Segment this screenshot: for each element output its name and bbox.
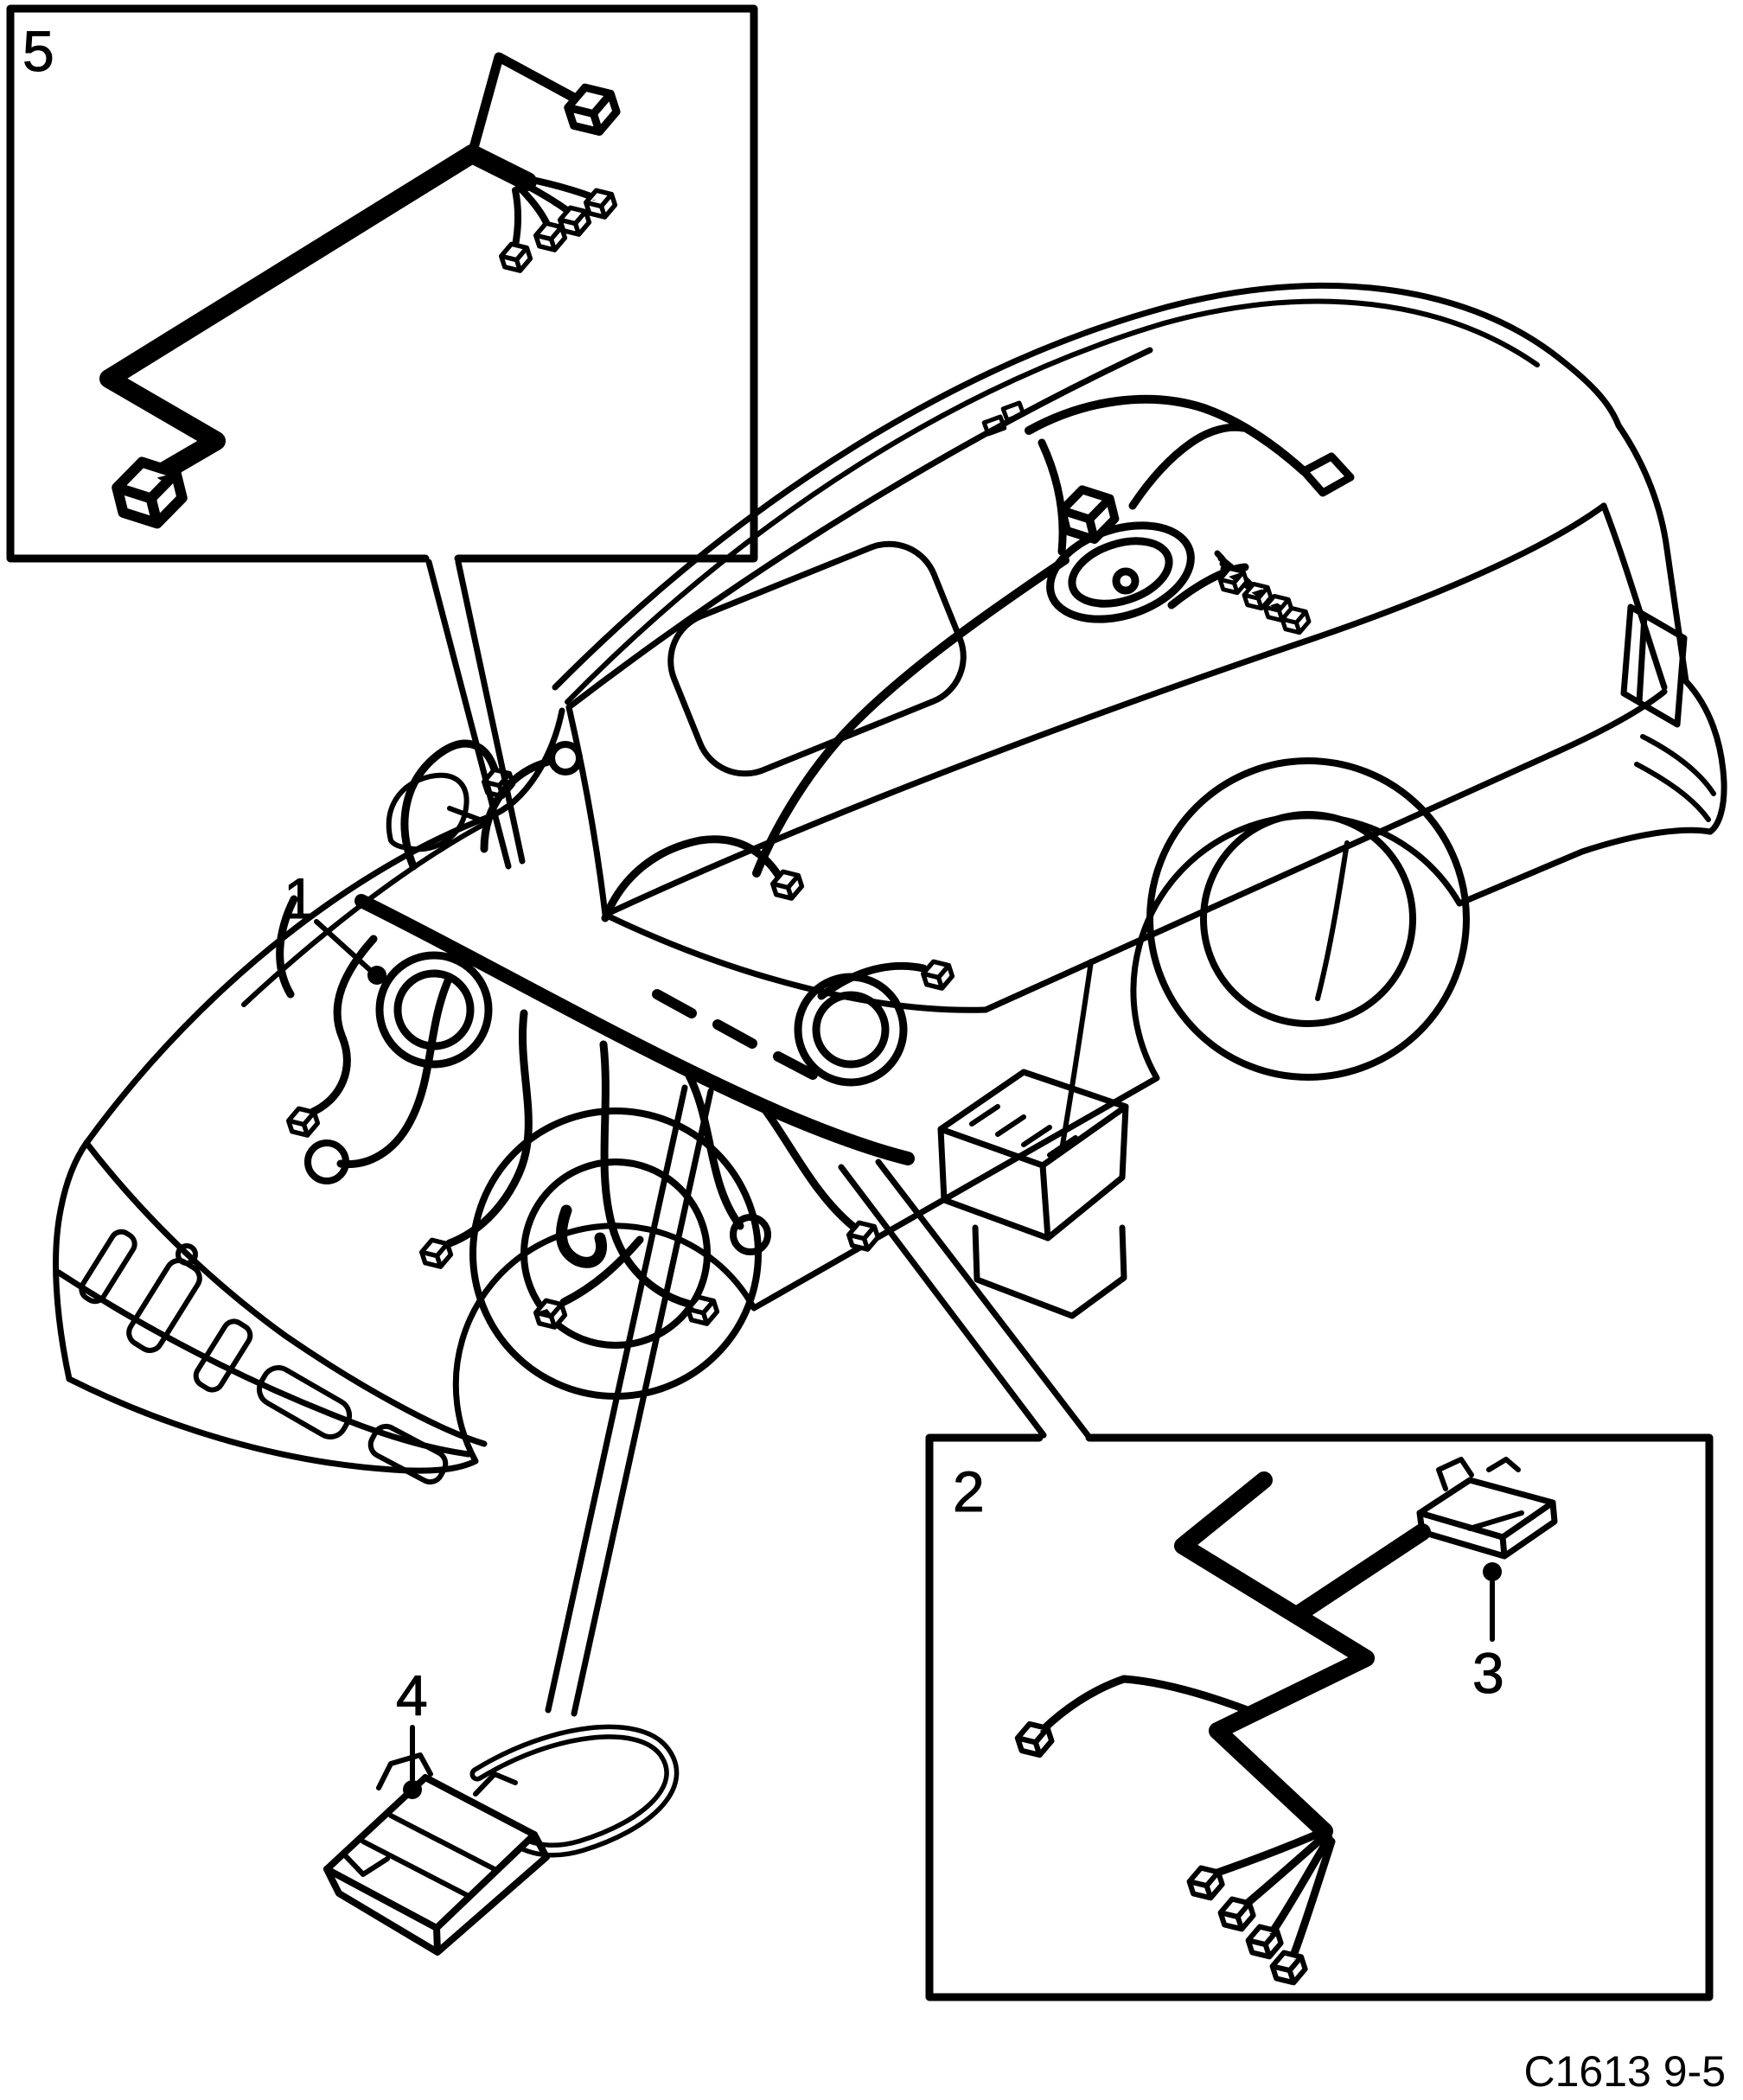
car-door-line-rear [1315, 840, 1350, 1001]
callout-1-dot [367, 966, 386, 985]
harness-2-main-wire [1174, 1471, 1375, 1840]
inset-5-border [6, 4, 758, 563]
car-front-fascia-edge [53, 1139, 90, 1382]
harness-5-main-wire [99, 144, 537, 481]
engine-harness-main-band [354, 894, 915, 1165]
harness-5 [99, 52, 621, 531]
callout-leader-connector-4 [545, 1084, 714, 1717]
engine-bay-harness [276, 739, 1129, 1331]
roof-harness [752, 394, 1355, 878]
car-door-line-front [1059, 959, 1094, 1152]
roof-speaker [1046, 521, 1195, 623]
callout-1: 1 [284, 866, 386, 985]
roof-module-connector [1058, 483, 1119, 545]
car-side-window-top [602, 502, 1607, 918]
battery-box [937, 1069, 1129, 1319]
headlight [256, 1365, 449, 1485]
hood-emblem [176, 1243, 198, 1266]
callout-leader-inset-5 [425, 559, 526, 870]
inset-2-label: 2 [953, 1459, 985, 1523]
car-roof-silhouette [552, 282, 1622, 691]
harness-2 [1014, 1471, 1431, 1988]
car-taillight [1620, 603, 1688, 728]
connector-4 [323, 1724, 680, 1956]
car-rear-bumper-lines [1634, 734, 1716, 822]
callout-3: 3 [1472, 1562, 1504, 1706]
inset-5-label: 5 [22, 19, 54, 83]
car-body-outline [66, 813, 1714, 1474]
callout-3-dot [1483, 1562, 1502, 1581]
car-hood-front-edge [83, 1139, 488, 1447]
left-strut-tower [375, 951, 493, 1069]
car-bumper-crease [55, 1269, 472, 1458]
callout-4: 4 [396, 1663, 428, 1799]
callout-leader-inset-2 [838, 1159, 1091, 1439]
harness-2-wire-to-connector-3 [1288, 1523, 1431, 1624]
rear-wheel [1146, 757, 1470, 1081]
callout-3-label: 3 [1472, 1641, 1504, 1705]
car-rear-slope [1615, 422, 1689, 685]
car-rear-bumper [1682, 678, 1727, 835]
inset-box-5: 5 [6, 4, 758, 563]
callout-1-label: 1 [284, 866, 316, 930]
figure-caption: C1613 9-5 [1524, 2047, 1727, 2096]
inset-box-2: 2 3 [925, 1433, 1714, 2001]
callout-1-leader [314, 919, 373, 973]
car-windshield-top-edge [565, 347, 1153, 711]
connector-3 [1416, 1457, 1558, 1560]
car-cowl-line [602, 911, 989, 1013]
car-beltline [982, 688, 1668, 1013]
callout-4-label: 4 [396, 1663, 428, 1727]
car-roof-inner-line [565, 298, 1540, 705]
car-a-pillar [565, 704, 609, 918]
callout-4-dot [403, 1780, 422, 1799]
harness-5-top-connector [564, 80, 621, 138]
harness-5-branch-wire [467, 52, 578, 159]
roof-harness-diamond-connector [1299, 452, 1355, 497]
inset-2-border [925, 1433, 1714, 2001]
car-sunroof [667, 540, 967, 777]
car-c-pillar [1600, 502, 1668, 691]
